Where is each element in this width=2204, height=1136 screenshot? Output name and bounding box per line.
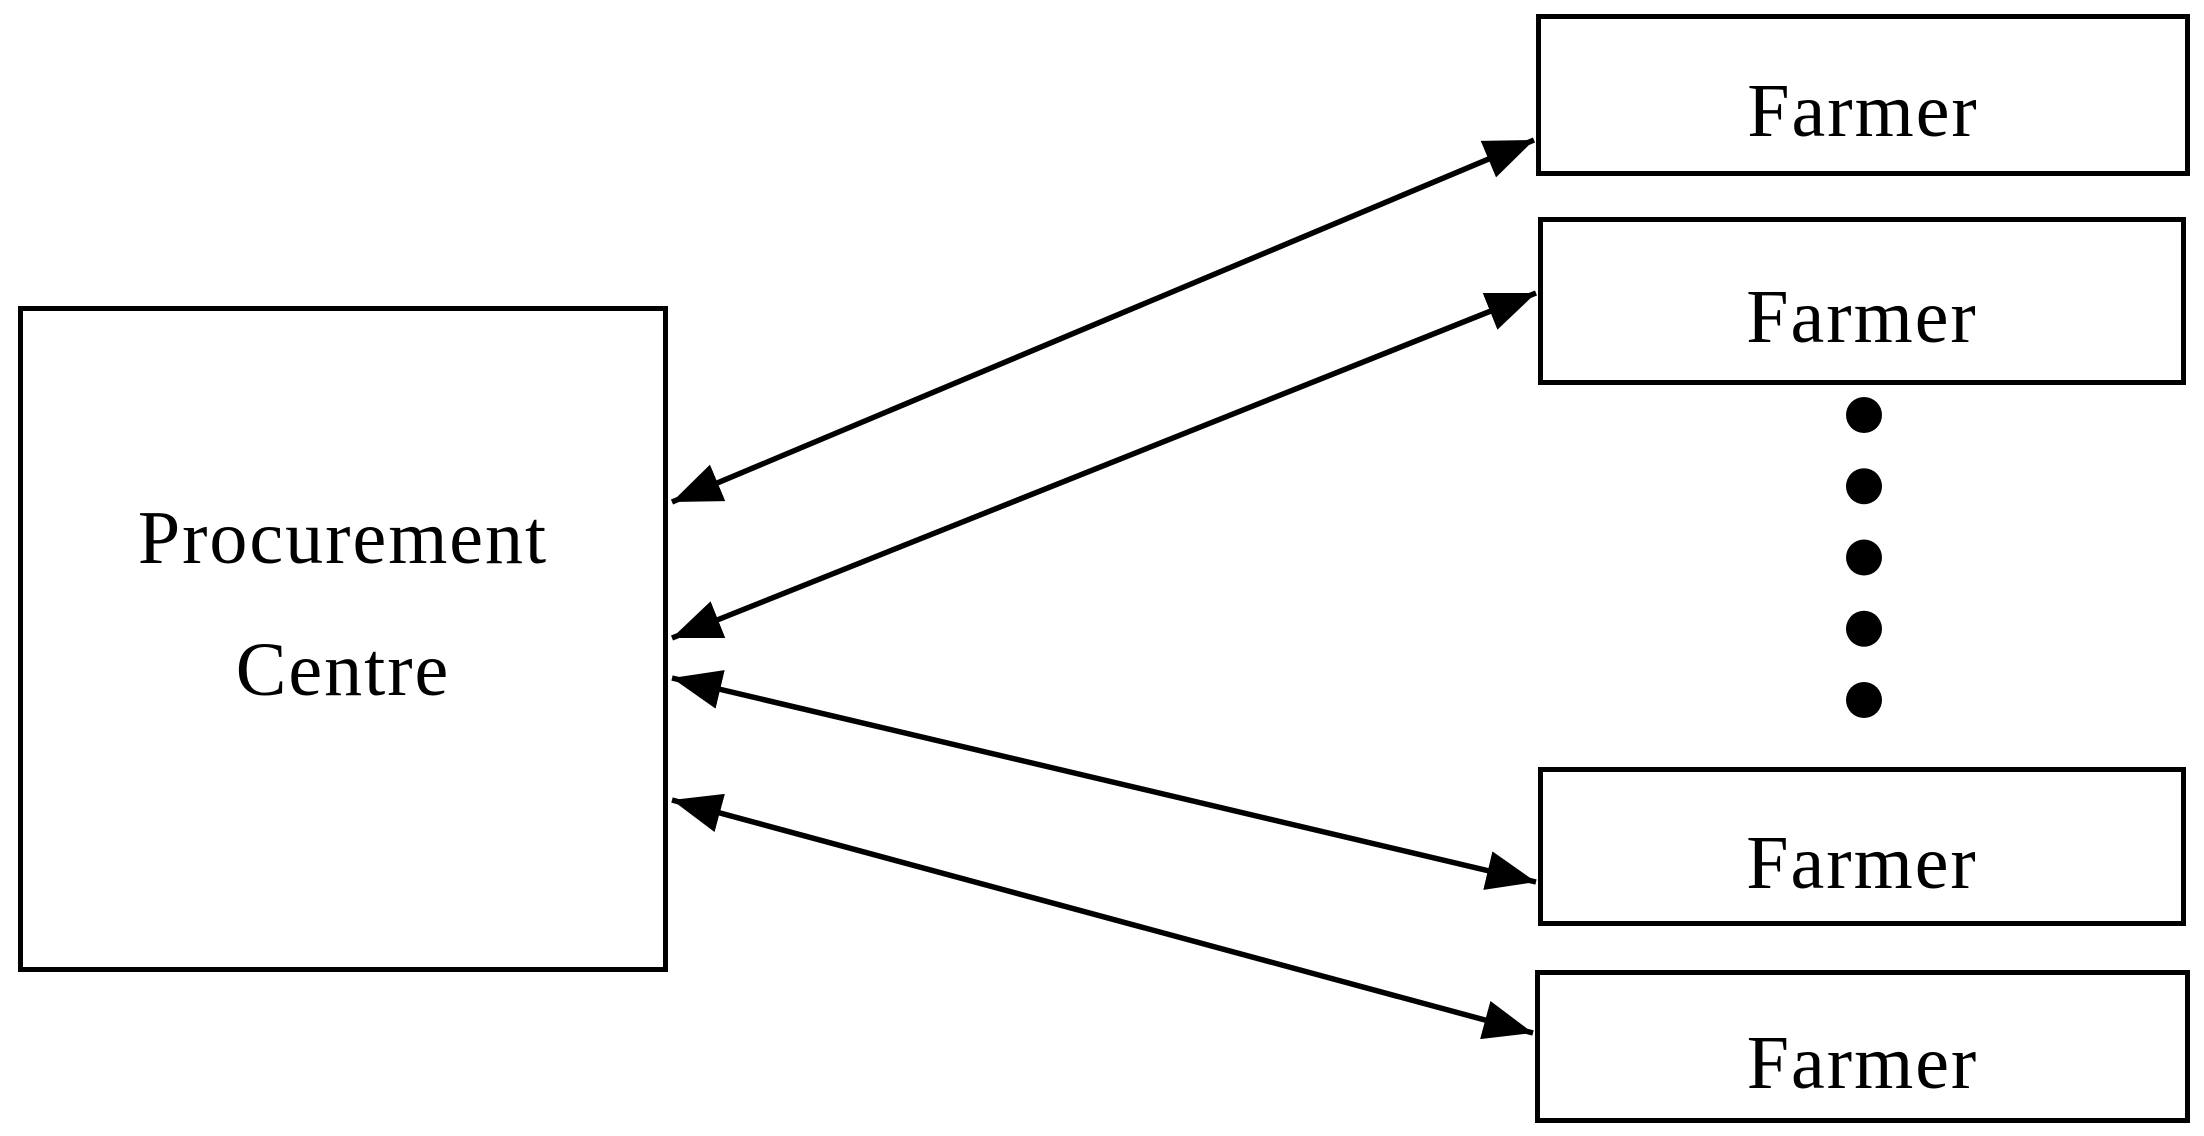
farmer-label-1: Farmer (1747, 69, 1979, 153)
farmer-box-3: Farmer (1538, 767, 2186, 926)
ellipsis-dot (1846, 468, 1882, 505)
ellipsis-dots (1846, 397, 1882, 718)
procurement-centre-box: Procurement Centre (18, 306, 668, 972)
procurement-centre-label-line1: Procurement (137, 496, 549, 580)
arrow-procurement-farmer-2 (670, 290, 1538, 641)
farmer-label-4: Farmer (1746, 1020, 1979, 1105)
ellipsis-dot (1846, 610, 1882, 647)
arrow-procurement-farmer-1 (670, 137, 1536, 505)
farmer-label-3: Farmer (1746, 820, 1978, 905)
farmer-label-2: Farmer (1746, 275, 1978, 359)
arrow-procurement-farmer-3 (671, 670, 1537, 890)
farmer-box-1: Farmer (1536, 14, 2190, 176)
farmer-box-2: Farmer (1538, 217, 2186, 385)
farmer-box-4: Farmer (1535, 970, 2190, 1123)
ellipsis-dot (1846, 397, 1882, 433)
arrow-procurement-farmer-4 (671, 793, 1534, 1040)
procurement-centre-label-line2: Centre (235, 628, 451, 712)
ellipsis-dot (1846, 682, 1882, 718)
ellipsis-dot (1846, 539, 1882, 576)
